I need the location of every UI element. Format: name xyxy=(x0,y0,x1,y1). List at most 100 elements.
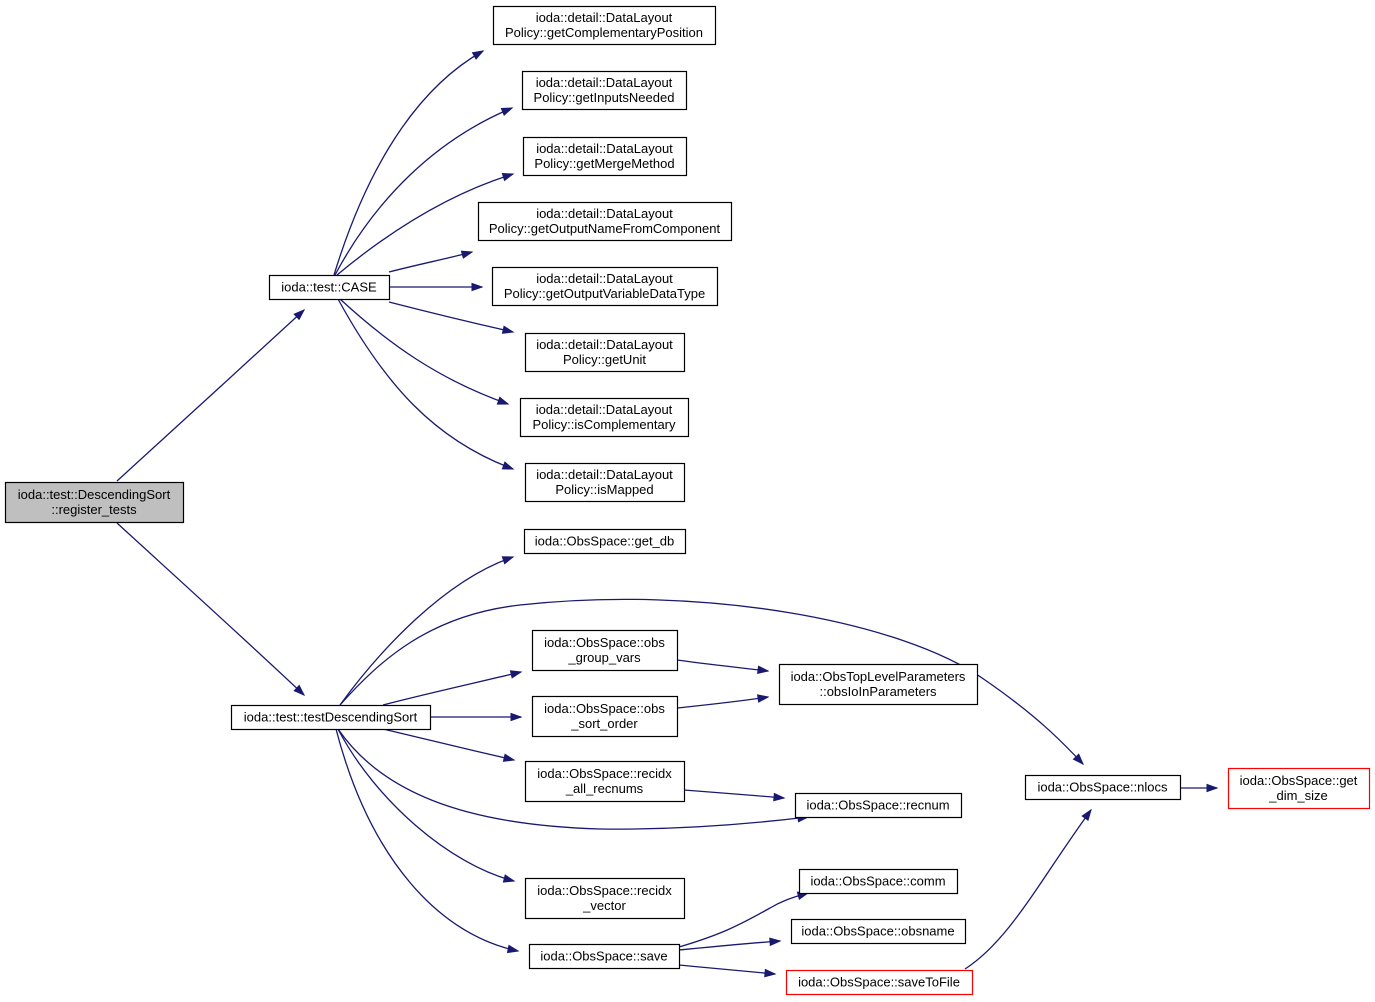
edge-nlocs-to-getdim xyxy=(1180,783,1219,793)
edge-save-to-obsname xyxy=(678,937,782,951)
edge-obssort-to-obstop xyxy=(676,694,770,709)
arrow-head-icon xyxy=(460,250,474,259)
arrow-head-icon xyxy=(471,282,484,292)
node-box xyxy=(531,695,679,738)
node-getmerge[interactable]: ioda::detail::DataLayoutPolicy::getMerge… xyxy=(522,136,688,177)
node-getinputs[interactable]: ioda::detail::DataLayoutPolicy::getInput… xyxy=(521,70,688,111)
node-box xyxy=(524,332,686,373)
edge-case-to-getoutname xyxy=(388,250,474,273)
node-box xyxy=(230,704,432,731)
edge-line xyxy=(678,964,776,975)
edge-testsort-to-obssort xyxy=(430,712,523,722)
node-recidxall[interactable]: ioda::ObsSpace::recidx_all_recnums xyxy=(524,760,686,803)
node-getdb[interactable]: ioda::ObsSpace::get_db xyxy=(523,528,687,555)
node-box xyxy=(1024,774,1182,801)
edge-case-to-ismapped xyxy=(337,298,515,470)
node-label-line: _vector xyxy=(582,898,626,913)
edge-case-to-getcomp xyxy=(333,50,485,276)
node-obsname[interactable]: ioda::ObsSpace::obsname xyxy=(790,918,967,945)
arrow-head-icon xyxy=(764,968,777,978)
node-label-line: ioda::ObsSpace::nlocs xyxy=(1037,780,1168,795)
node-label-line: ioda::detail::DataLayout xyxy=(536,402,673,417)
node-label-line: ::register_tests xyxy=(51,502,137,517)
node-box xyxy=(523,528,687,555)
arrow-head-icon xyxy=(509,670,523,679)
edge-root-to-case xyxy=(116,308,306,482)
edge-testsort-to-nlocs xyxy=(339,598,1085,766)
edge-root-to-testsort xyxy=(116,522,306,697)
node-label-line: ioda::ObsTopLevelParameters xyxy=(791,669,966,684)
node-label-line: ioda::ObsSpace::obs xyxy=(544,635,665,650)
edge-line xyxy=(337,728,515,882)
node-box xyxy=(491,266,719,307)
edge-line xyxy=(382,671,522,706)
node-recnum[interactable]: ioda::ObsSpace::recnum xyxy=(794,792,963,819)
edge-testsort-to-recidxvec xyxy=(337,728,516,883)
node-obssort[interactable]: ioda::ObsSpace::obs_sort_order xyxy=(531,695,679,738)
edge-testsort-to-getdb xyxy=(339,556,515,706)
node-box xyxy=(477,201,733,242)
edge-case-to-iscomp xyxy=(339,298,510,405)
edge-testsort-to-recidxall xyxy=(382,728,516,762)
node-nlocs[interactable]: ioda::ObsSpace::nlocs xyxy=(1024,774,1182,801)
node-label-line: ioda::detail::DataLayout xyxy=(536,467,673,482)
arrow-head-icon xyxy=(501,172,515,182)
edge-line xyxy=(339,298,509,405)
node-savetofile[interactable]: ioda::ObsSpace::saveToFile xyxy=(785,969,974,996)
edge-line xyxy=(333,50,484,276)
node-label-line: ioda::ObsSpace::save xyxy=(540,949,667,964)
node-getcomp[interactable]: ioda::detail::DataLayoutPolicy::getCompl… xyxy=(492,5,717,46)
arrow-head-icon xyxy=(756,694,770,703)
node-label-line: ioda::detail::DataLayout xyxy=(536,75,673,90)
node-box xyxy=(4,481,185,524)
node-testsort[interactable]: ioda::test::testDescendingSort xyxy=(230,704,432,731)
node-box xyxy=(524,462,686,503)
node-box xyxy=(798,868,959,895)
node-box xyxy=(521,70,688,111)
node-label-line: ioda::ObsSpace::recnum xyxy=(806,798,949,813)
arrow-head-icon xyxy=(502,874,516,883)
arrow-head-icon xyxy=(1081,808,1092,822)
node-recidxvec[interactable]: ioda::ObsSpace::recidx_vector xyxy=(524,877,686,920)
node-getoutname[interactable]: ioda::detail::DataLayoutPolicy::getOutpu… xyxy=(477,201,733,242)
node-label-line: _group_vars xyxy=(567,650,641,665)
node-case[interactable]: ioda::test::CASE xyxy=(268,274,391,301)
arrow-head-icon xyxy=(500,107,514,117)
node-obstop[interactable]: ioda::ObsTopLevelParameters::obsIoInPara… xyxy=(778,663,979,706)
node-label-line: ioda::ObsSpace::recidx xyxy=(537,766,672,781)
node-obsgroup[interactable]: ioda::ObsSpace::obs_group_vars xyxy=(531,629,679,672)
node-save[interactable]: ioda::ObsSpace::save xyxy=(528,943,681,970)
node-iscomp[interactable]: ioda::detail::DataLayoutPolicy::isComple… xyxy=(519,397,690,438)
arrow-head-icon xyxy=(293,308,306,321)
edge-line xyxy=(337,728,809,830)
arrow-head-icon xyxy=(501,461,515,470)
node-comm[interactable]: ioda::ObsSpace::comm xyxy=(798,868,959,895)
edge-case-to-getunit xyxy=(388,301,515,334)
node-label-line: ioda::ObsSpace::obsname xyxy=(801,924,954,939)
node-label-line: Policy::getOutputVariableDataType xyxy=(504,286,705,301)
node-getdim[interactable]: ioda::ObsSpace::get_dim_size xyxy=(1227,767,1371,810)
node-box xyxy=(778,663,979,706)
edge-line xyxy=(382,728,515,761)
edge-line xyxy=(336,173,514,276)
edge-testsort-to-save xyxy=(335,728,520,954)
node-getoutvar[interactable]: ioda::detail::DataLayoutPolicy::getOutpu… xyxy=(491,266,719,307)
node-label-line: ioda::test::DescendingSort xyxy=(18,487,171,502)
edge-line xyxy=(676,696,769,709)
node-box xyxy=(524,877,686,920)
node-label-line: ioda::ObsSpace::get xyxy=(1240,773,1358,788)
edge-line xyxy=(388,301,514,333)
edge-savetofile-to-nlocs xyxy=(964,808,1092,970)
node-label-line: _all_recnums xyxy=(565,781,644,796)
node-label-line: ::obsIoInParameters xyxy=(819,684,937,699)
edge-line xyxy=(334,107,513,276)
edge-case-to-getinputs xyxy=(334,107,514,276)
node-label-line: Policy::isComplementary xyxy=(532,417,676,432)
node-label-line: ioda::test::CASE xyxy=(281,280,377,295)
edges-layer xyxy=(116,50,1219,978)
node-label-line: Policy::getInputsNeeded xyxy=(534,90,675,105)
node-box xyxy=(519,397,690,438)
edge-case-to-getoutvar xyxy=(389,282,484,292)
